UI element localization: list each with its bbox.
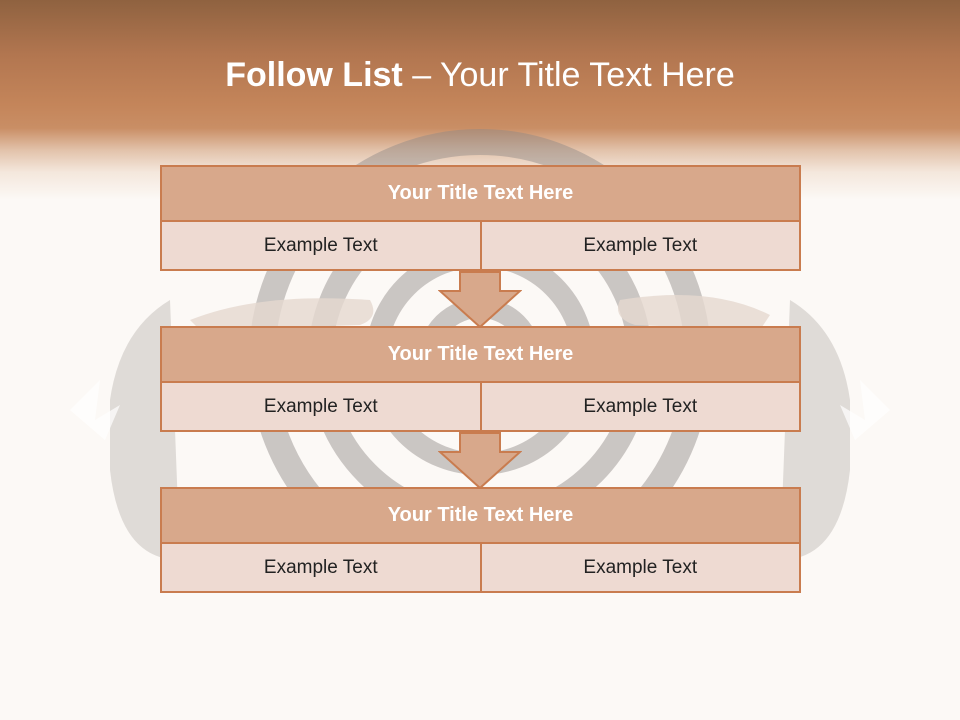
block-cell-left: Example Text [162, 222, 480, 269]
block-row: Example Text Example Text [162, 383, 799, 430]
slide-title: Follow List – Your Title Text Here [0, 52, 960, 98]
block-cell-right: Example Text [479, 383, 799, 430]
down-arrow-icon [438, 271, 522, 329]
list-block-3: Your Title Text Here Example Text Exampl… [160, 487, 801, 593]
list-block-1: Your Title Text Here Example Text Exampl… [160, 165, 801, 271]
block-row: Example Text Example Text [162, 222, 799, 269]
list-block-2: Your Title Text Here Example Text Exampl… [160, 326, 801, 432]
block-cell-right: Example Text [479, 544, 799, 591]
slide-title-bold: Follow List [225, 56, 403, 94]
block-cell-left: Example Text [162, 544, 480, 591]
block-title: Your Title Text Here [162, 328, 799, 383]
block-title: Your Title Text Here [162, 489, 799, 544]
block-cell-left: Example Text [162, 383, 480, 430]
block-cell-right: Example Text [479, 222, 799, 269]
block-title: Your Title Text Here [162, 167, 799, 222]
slide-title-rest: – Your Title Text Here [402, 56, 735, 94]
down-arrow-icon [438, 432, 522, 490]
block-row: Example Text Example Text [162, 544, 799, 591]
